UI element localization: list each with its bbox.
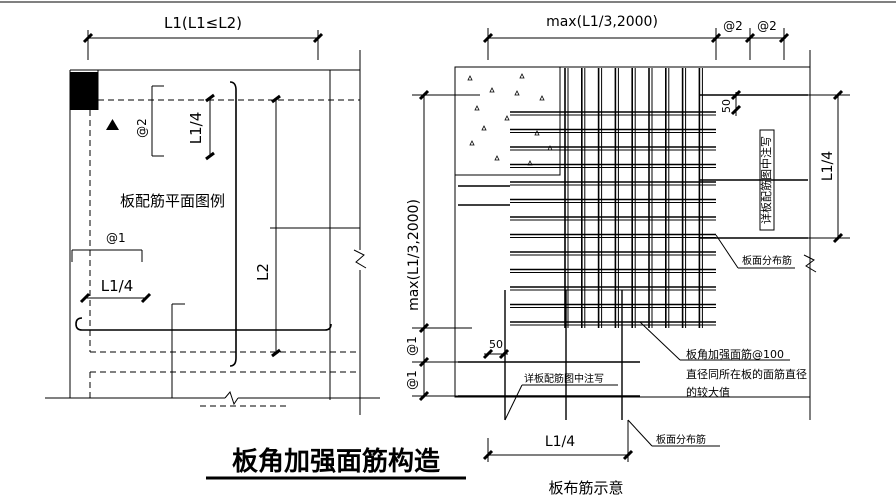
span-label: L1(L1≤L2) [164, 14, 242, 32]
spacing-left-a: @1 [405, 336, 419, 356]
bottom-dim-label: L1/4 [545, 434, 575, 450]
top-dim-label: max(L1/3,2000) [546, 14, 658, 30]
rebar-horizontal [75, 317, 332, 331]
hatch-mark [494, 155, 500, 161]
hatch-mark [514, 90, 520, 96]
hatch-mark [467, 75, 473, 81]
hatch-mark [519, 73, 525, 79]
hatch-mark [504, 115, 510, 121]
rebar-grid [458, 68, 808, 420]
note-reinf-2: 直径同所在板的面筋直径 [686, 367, 807, 381]
break-mark-bottom [224, 390, 239, 406]
right-dim-label: L1/4 [820, 151, 836, 181]
column-section [454, 66, 561, 176]
right-layout-view: max(L1/3,2000) @2 @2 L1/4 50 详板配筋图中注写 [405, 14, 850, 496]
l2-label: L2 [254, 263, 272, 281]
quarter-label-v: L1/4 [187, 112, 205, 145]
note-dist-bottom: 板面分布筋 [656, 433, 706, 446]
spacing-top-a: @2 [723, 19, 743, 33]
note-dist-right: 板面分布筋 [742, 254, 792, 267]
layout-caption: 板布筋示意 [548, 479, 623, 496]
rebar-vertical [229, 81, 237, 367]
spacing-label-h: @1 [106, 231, 126, 245]
title-block: 板角加强面筋构造 [206, 446, 466, 480]
page-title: 板角加强面筋构造 [232, 446, 440, 477]
hatch-mark [469, 140, 475, 146]
hatch-mark [539, 95, 545, 101]
note-vertical: 详板配筋图中注写 [759, 136, 773, 224]
left-plan-view: L1(L1≤L2) @2 L1/4 [45, 14, 380, 415]
offset-50-left: 50 [489, 338, 503, 351]
quarter-label-h: L1/4 [101, 277, 134, 295]
legend-label: 板配筋平面图例 [120, 192, 225, 210]
note-horizontal: 详板配筋图中注写 [524, 372, 604, 385]
spacing-label-v: @2 [135, 118, 149, 138]
spacing-top-b: @2 [757, 19, 777, 33]
hatch-mark [474, 105, 480, 111]
hatch-mark [481, 125, 487, 131]
spacing-left-b: @1 [405, 370, 419, 390]
note-reinf-3: 的较大值 [686, 385, 730, 399]
note-reinf-1: 板角加强面筋@100 [686, 347, 784, 361]
concrete-hatch [467, 73, 553, 166]
break-mark-right [353, 249, 367, 269]
offset-50-top: 50 [720, 99, 733, 113]
left-dim-label: max(L1/3,2000) [406, 199, 422, 311]
triangle-marker [106, 119, 119, 130]
column-block [70, 72, 98, 110]
hatch-mark [489, 87, 495, 93]
